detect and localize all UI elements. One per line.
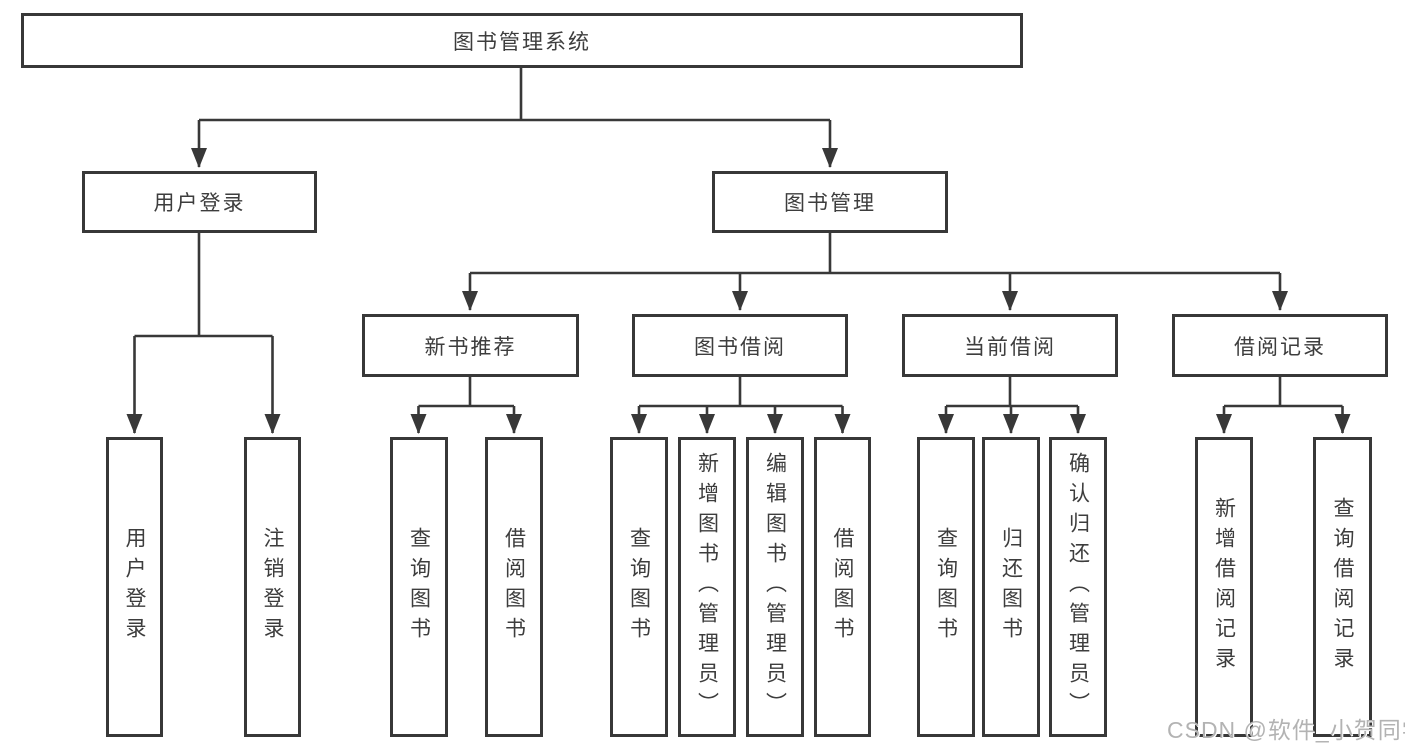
node-nb-borrow-label: 借阅图书 (502, 527, 526, 647)
node-book-mgmt: 图书管理 (712, 171, 948, 233)
node-root-label: 图书管理系统 (453, 30, 591, 54)
connector-current-borrow (946, 377, 1078, 408)
node-ul-login: 用户登录 (106, 437, 163, 737)
node-br-query: 查询借阅记录 (1313, 437, 1372, 737)
node-bb-borrow-label: 借阅图书 (831, 527, 854, 647)
node-cb-query-label: 查询图书 (934, 527, 958, 647)
node-ul-logout-label: 注销登录 (261, 527, 284, 647)
node-br-add: 新增借阅记录 (1195, 437, 1253, 737)
node-new-book-rec: 新书推荐 (362, 314, 579, 377)
node-ul-logout: 注销登录 (244, 437, 301, 737)
node-bb-query: 查询图书 (610, 437, 668, 737)
node-borrow-record: 借阅记录 (1172, 314, 1388, 377)
node-new-book-rec-label: 新书推荐 (424, 335, 517, 359)
connector-book-borrow (639, 377, 843, 408)
connector-borrow-record (1224, 377, 1343, 408)
connector-book-mgmt (470, 233, 1280, 275)
node-br-add-label: 新增借阅记录 (1212, 497, 1236, 677)
node-cb-confirm-label: 确认归还（管理员） (1066, 452, 1090, 722)
node-cb-return: 归还图书 (982, 437, 1040, 737)
connector-user-login (134, 233, 273, 338)
node-bb-borrow: 借阅图书 (814, 437, 871, 737)
node-cb-query: 查询图书 (917, 437, 975, 737)
node-root: 图书管理系统 (21, 13, 1023, 68)
node-nb-query: 查询图书 (390, 437, 448, 737)
node-ul-login-label: 用户登录 (123, 527, 146, 647)
node-bb-query-label: 查询图书 (627, 527, 651, 647)
node-book-borrow: 图书借阅 (632, 314, 848, 377)
node-cb-return-label: 归还图书 (999, 527, 1023, 647)
node-nb-query-label: 查询图书 (407, 527, 431, 647)
node-user-login: 用户登录 (82, 171, 317, 233)
node-book-borrow-label: 图书借阅 (694, 335, 786, 359)
node-current-borrow-label: 当前借阅 (964, 335, 1056, 359)
node-bb-edit-label: 编辑图书（管理员） (763, 452, 787, 722)
connector-root (199, 68, 830, 122)
node-bb-edit: 编辑图书（管理员） (746, 437, 804, 737)
node-bb-add: 新增图书（管理员） (678, 437, 736, 737)
watermark: CSDN @软件_小贺同学 (1167, 717, 1405, 743)
node-bb-add-label: 新增图书（管理员） (695, 452, 719, 722)
connector-new-book-rec (418, 377, 514, 408)
node-cb-confirm: 确认归还（管理员） (1049, 437, 1107, 737)
node-user-login-label: 用户登录 (153, 192, 246, 215)
node-br-query-label: 查询借阅记录 (1331, 497, 1354, 677)
node-nb-borrow: 借阅图书 (485, 437, 543, 737)
node-borrow-record-label: 借阅记录 (1234, 335, 1326, 359)
node-current-borrow: 当前借阅 (902, 314, 1118, 377)
node-book-mgmt-label: 图书管理 (784, 192, 876, 215)
